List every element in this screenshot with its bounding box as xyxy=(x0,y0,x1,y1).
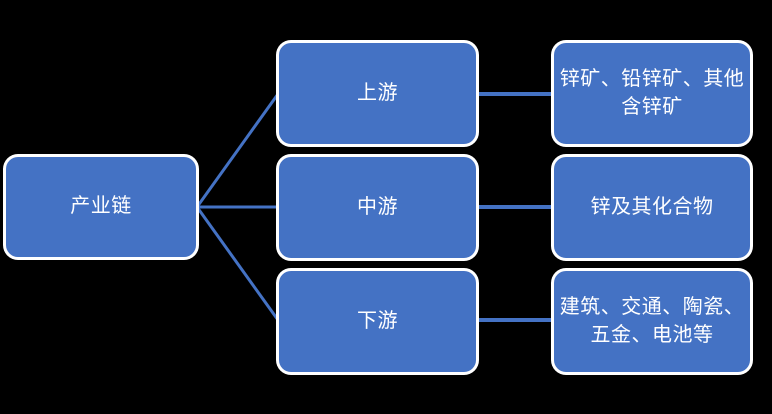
connector-root-to-upstream xyxy=(195,93,280,208)
node-upstream-label: 上游 xyxy=(357,81,398,104)
node-industry-chain-label: 产业链 xyxy=(70,195,132,218)
node-upstream[interactable]: 上游 xyxy=(278,42,477,145)
node-midstream-detail-label: 锌及其化合物 xyxy=(590,195,714,218)
node-upstream-detail[interactable]: 锌矿、铅锌矿、其他含锌矿 xyxy=(553,42,751,145)
node-downstream-detail-label: 建筑、交通、陶瓷、五金、电池等 xyxy=(559,295,745,346)
node-industry-chain[interactable]: 产业链 xyxy=(5,156,197,258)
connector-root-to-downstream xyxy=(195,206,280,321)
node-upstream-detail-label: 锌矿、铅锌矿、其他含锌矿 xyxy=(559,67,745,118)
node-midstream[interactable]: 中游 xyxy=(278,156,477,259)
node-midstream-label: 中游 xyxy=(357,195,398,218)
node-midstream-detail[interactable]: 锌及其化合物 xyxy=(553,156,751,259)
node-downstream-detail[interactable]: 建筑、交通、陶瓷、五金、电池等 xyxy=(553,270,751,373)
node-downstream[interactable]: 下游 xyxy=(278,270,477,373)
node-downstream-label: 下游 xyxy=(357,309,398,332)
